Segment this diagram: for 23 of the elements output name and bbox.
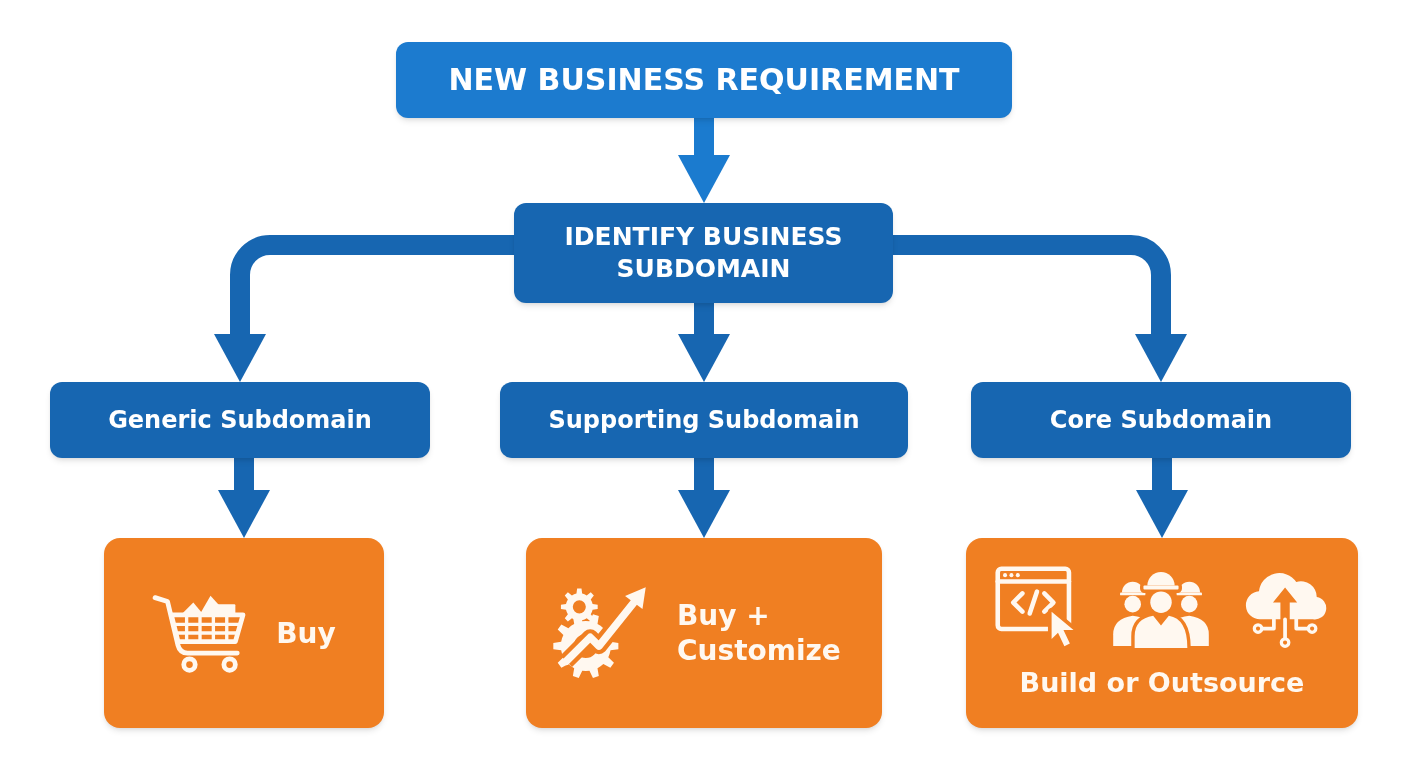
category-box: [971, 382, 1351, 458]
node-label: NEW BUSINESS REQUIREMENT: [448, 61, 960, 99]
outcome-box: [966, 538, 1358, 728]
node-label: Build or Outsource: [1019, 666, 1305, 700]
arrow: [678, 458, 730, 538]
node-label: Buy: [276, 615, 336, 651]
category-box: [500, 382, 908, 458]
arrow: [678, 118, 730, 203]
node-label: Core Subdomain: [1049, 405, 1273, 435]
node-label: IDENTIFY BUSINESS SUBDOMAIN: [563, 220, 844, 285]
arrow: [1136, 458, 1188, 538]
arrow: [214, 235, 514, 382]
arrow: [893, 235, 1187, 382]
category-box: [50, 382, 430, 458]
node-label: Buy + Customize: [677, 598, 842, 668]
node-label: Generic Subdomain: [108, 405, 372, 435]
outcome-box: [104, 538, 384, 728]
process-box: [396, 42, 1012, 118]
outcome-box: [526, 538, 882, 728]
arrow: [218, 458, 270, 538]
arrow: [678, 303, 730, 382]
node-label: Supporting Subdomain: [548, 405, 860, 435]
process-box: [514, 203, 893, 303]
